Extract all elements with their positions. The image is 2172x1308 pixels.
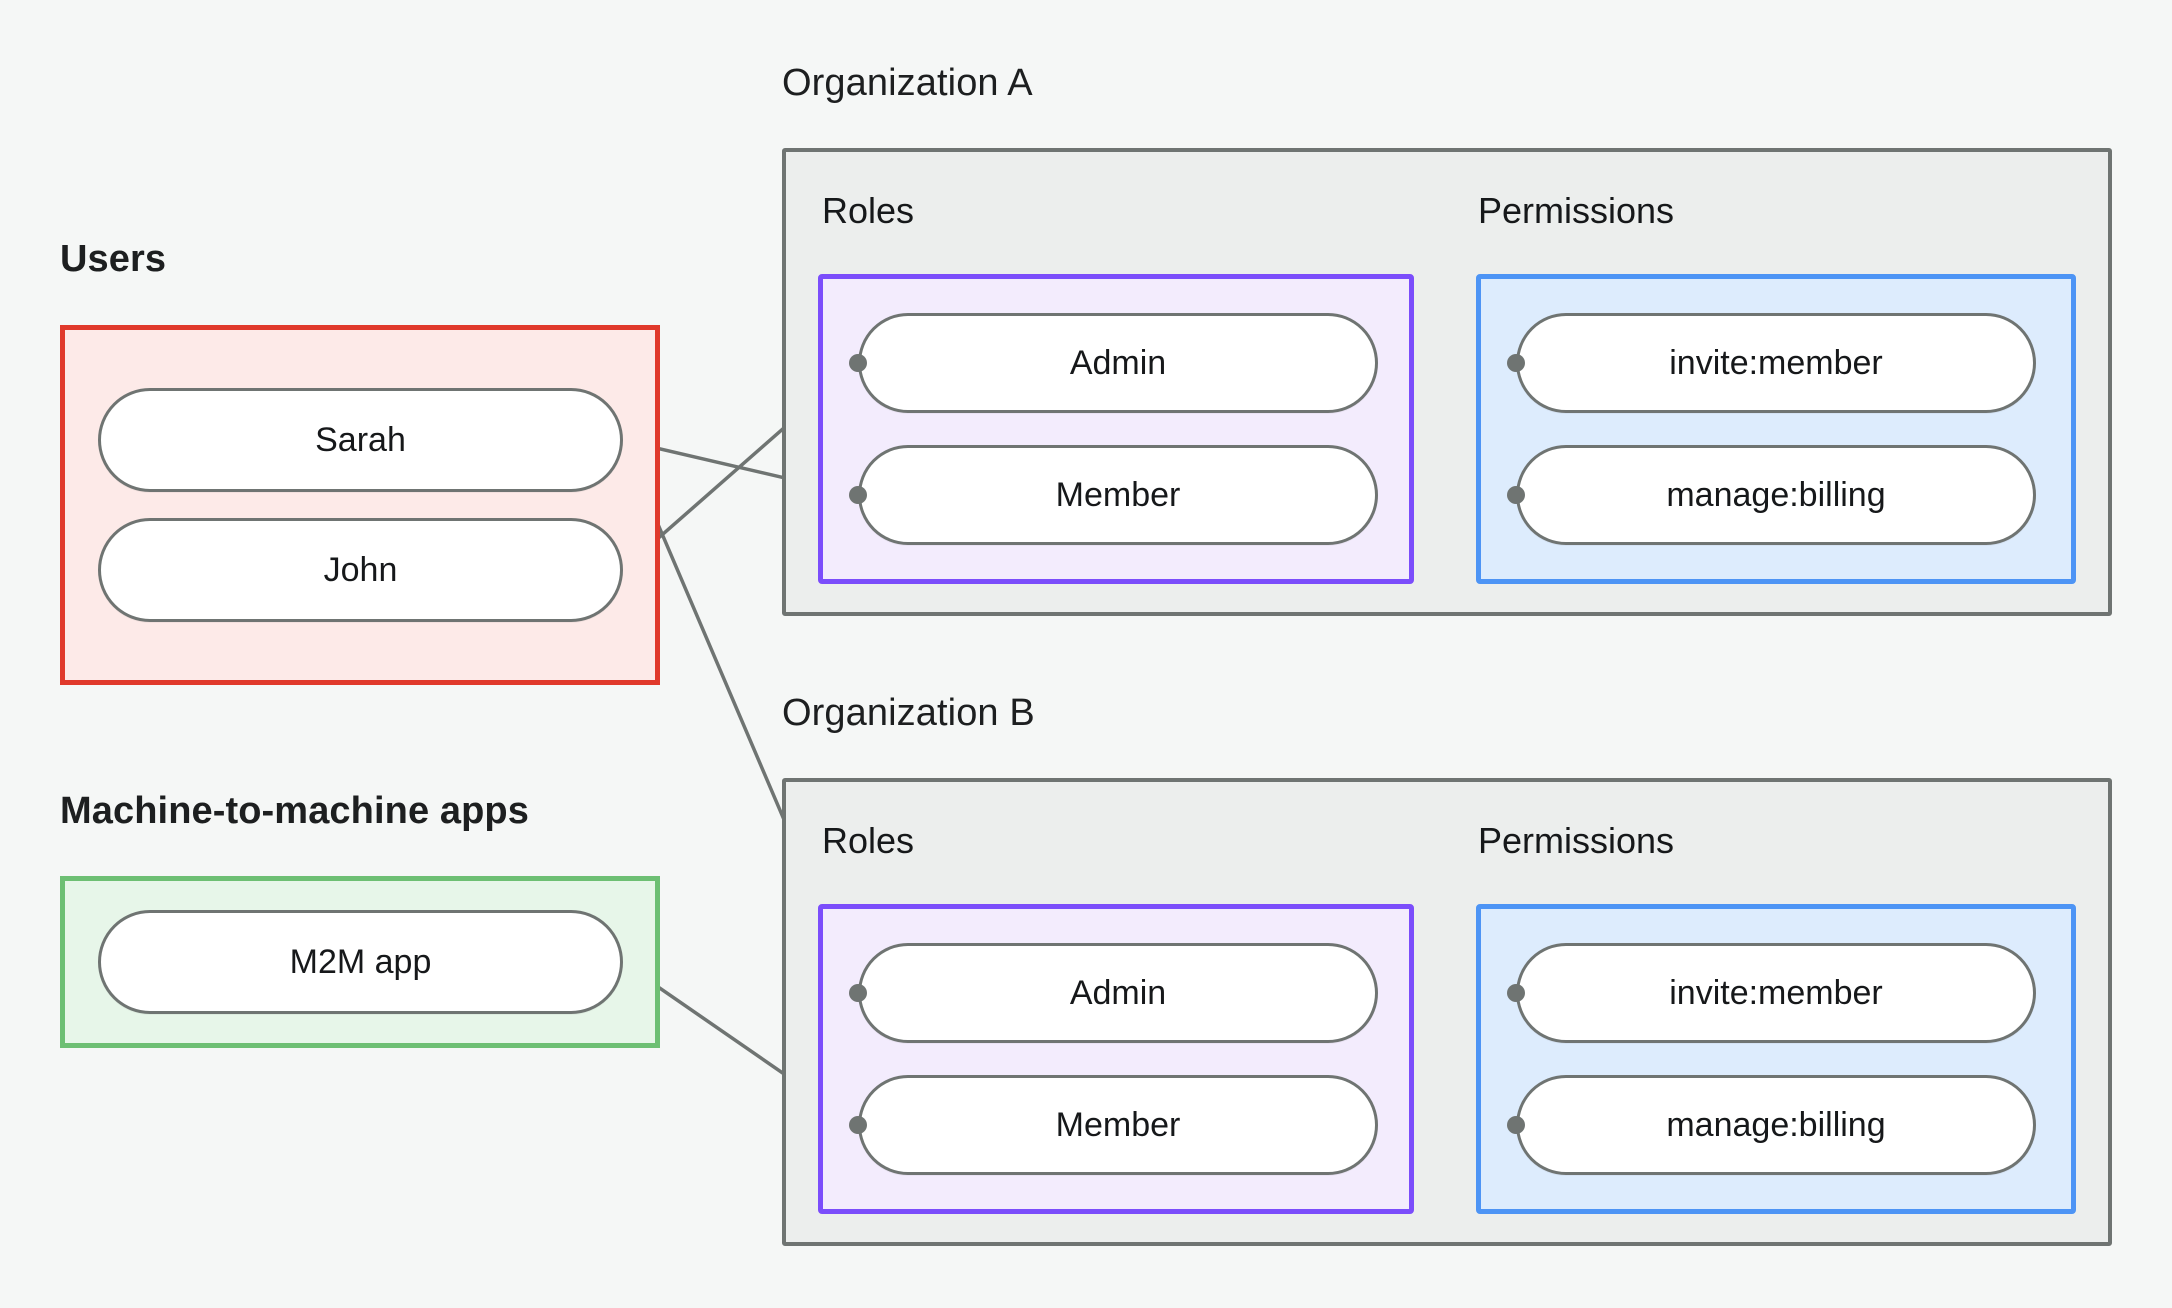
m2m-node-app[interactable]: M2M app [98, 910, 623, 1014]
edge-dot-orgA-member-left [849, 486, 867, 504]
user-node-sarah[interactable]: Sarah [98, 388, 623, 492]
organization-b-label: Organization B [782, 692, 1035, 734]
organization-b-role-admin-label: Admin [1069, 973, 1167, 1012]
edge-dot-orgB-billing-left [1507, 1116, 1525, 1134]
edge-dot-orgB-member-left [849, 1116, 867, 1134]
m2m-group-label: Machine-to-machine apps [60, 790, 529, 832]
edge-dot-orgA-invite-left [1507, 354, 1525, 372]
organization-b-role-member[interactable]: Member [858, 1075, 1378, 1175]
users-group-label: Users [60, 238, 167, 280]
user-node-john[interactable]: John [98, 518, 623, 622]
edge-dot-orgB-admin-left [849, 984, 867, 1002]
user-node-john-label: John [323, 550, 398, 589]
organization-a-role-member[interactable]: Member [858, 445, 1378, 545]
users-container [60, 325, 660, 685]
organization-a-permission-manage-billing[interactable]: manage:billing [1516, 445, 2036, 545]
organization-a-permission-manage-billing-label: manage:billing [1666, 475, 1886, 514]
organization-b-permission-invite-member-label: invite:member [1669, 973, 1883, 1012]
organization-a-role-admin[interactable]: Admin [858, 313, 1378, 413]
organization-b-permissions-label: Permissions [1478, 820, 1675, 861]
edge-dot-orgA-admin-left [849, 354, 867, 372]
user-node-sarah-label: Sarah [315, 420, 406, 459]
organization-a-label: Organization A [782, 62, 1033, 104]
organization-a-permissions-label: Permissions [1478, 190, 1675, 231]
organization-b-permission-manage-billing-label: manage:billing [1666, 1105, 1886, 1144]
organization-a-role-admin-label: Admin [1069, 343, 1167, 382]
organization-b-permission-manage-billing[interactable]: manage:billing [1516, 1075, 2036, 1175]
organization-a-role-member-label: Member [1055, 475, 1181, 514]
edge-dot-orgA-billing-left [1507, 486, 1525, 504]
organization-a-roles-label: Roles [822, 190, 915, 231]
organization-a-permission-invite-member[interactable]: invite:member [1516, 313, 2036, 413]
organization-b-permission-invite-member[interactable]: invite:member [1516, 943, 2036, 1043]
organization-b-roles-label: Roles [822, 820, 915, 861]
organization-a-permission-invite-member-label: invite:member [1669, 343, 1883, 382]
organization-b-role-member-label: Member [1055, 1105, 1181, 1144]
edge-dot-orgB-invite-left [1507, 984, 1525, 1002]
m2m-node-app-label: M2M app [289, 942, 432, 981]
organization-b-role-admin[interactable]: Admin [858, 943, 1378, 1043]
